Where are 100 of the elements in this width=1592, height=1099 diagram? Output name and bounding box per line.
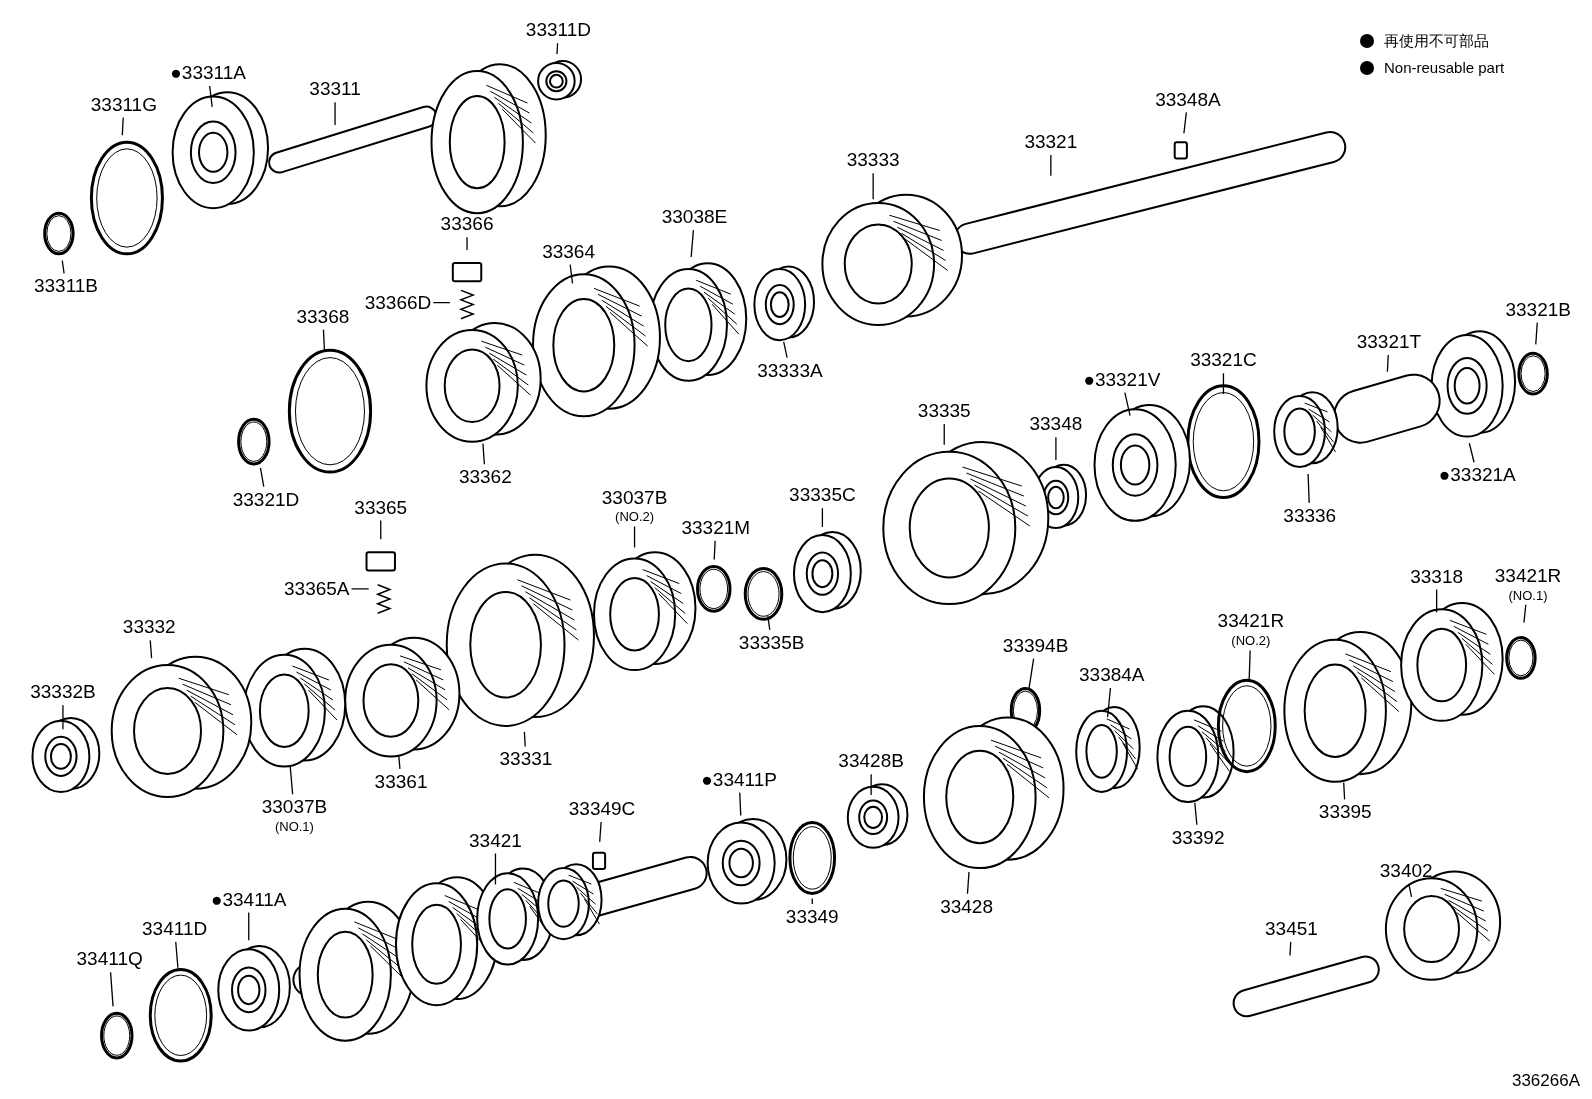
part-number: 33311G: [90, 92, 157, 117]
leader-line: [767, 615, 771, 631]
part-number: 33348A: [1155, 87, 1221, 112]
figure-code: 336266A: [1511, 1069, 1580, 1092]
part-number: 33395: [1318, 800, 1372, 825]
leader-line: [432, 301, 451, 304]
part-number: 33321: [1024, 130, 1078, 154]
part-number: ●33411A: [210, 887, 287, 912]
part-number: 33321T: [1356, 330, 1422, 355]
leader-line: [556, 42, 559, 55]
leader-line: [322, 329, 326, 353]
part-number: 33331: [499, 747, 553, 772]
part-number: 33333A: [757, 358, 823, 383]
part-number: 33365: [354, 495, 408, 520]
leader-line: [149, 639, 153, 659]
part-number: 33365A: [284, 577, 350, 601]
leader-line: [1289, 941, 1292, 957]
leader-line: [289, 764, 294, 795]
leader-line: [350, 588, 370, 590]
leader-line: [1307, 473, 1310, 504]
leader-line: [259, 467, 265, 488]
part-number: 33421R: [1217, 609, 1285, 634]
part-number: 33349: [785, 904, 839, 929]
variant-note: (NO.1): [1508, 587, 1548, 604]
leader-line: [175, 941, 179, 969]
leader-line: [966, 871, 970, 895]
part-number: ●33411P: [701, 767, 777, 792]
leader-line: [1028, 657, 1035, 691]
part-number: ●33321A: [1438, 463, 1516, 488]
part-number: 33332B: [30, 680, 96, 705]
part-number: 33402: [1379, 859, 1433, 883]
leader-line: [482, 442, 486, 465]
part-number: 33364: [542, 239, 595, 264]
leader-line: [109, 971, 114, 1007]
leader-line: [821, 507, 824, 528]
leader-line: [872, 172, 874, 200]
part-number: 33349C: [568, 797, 636, 822]
part-number: 33318: [1410, 564, 1464, 589]
part-number: 33335C: [789, 483, 856, 508]
leader-line: [1183, 111, 1187, 134]
variant-note: (NO.2): [615, 509, 655, 526]
leader-line: [1343, 782, 1346, 800]
part-number: 33336: [1283, 503, 1337, 528]
part-number: 33321D: [232, 487, 300, 512]
part-number: 33428: [940, 894, 993, 919]
part-number: 33421: [469, 828, 522, 853]
part-number: 33037B: [601, 485, 668, 510]
leader-line: [1222, 372, 1225, 395]
leader-line: [1124, 391, 1131, 417]
part-number: 33335B: [738, 630, 805, 655]
leader-line: [1055, 436, 1057, 461]
leader-line: [1194, 802, 1198, 826]
part-number: 33311D: [525, 18, 591, 43]
leader-line: [943, 423, 945, 446]
leader-line: [334, 101, 336, 126]
leader-line: [1436, 588, 1438, 613]
leader-line: [713, 540, 716, 561]
leader-line: [1408, 883, 1413, 898]
part-number: 33348: [1029, 412, 1083, 437]
leader-line: [62, 704, 64, 730]
leader-line: [121, 116, 124, 136]
leader-line: [569, 264, 574, 285]
part-number: 33411Q: [76, 947, 143, 972]
part-number: 33392: [1171, 825, 1225, 850]
part-number: 33421R: [1494, 563, 1562, 588]
part-number: 33384A: [1079, 663, 1145, 688]
leader-line: [1106, 687, 1112, 718]
part-number: 33311: [309, 77, 361, 102]
leader-line: [1535, 321, 1538, 345]
leader-line: [1468, 442, 1475, 463]
legend-text: Non-reusable part: [1384, 57, 1505, 78]
part-number: 33411D: [142, 917, 208, 941]
leader-line: [523, 731, 526, 748]
variant-note: (NO.1): [274, 819, 314, 836]
leader-line: [1050, 154, 1052, 177]
leader-line: [870, 773, 872, 796]
leader-line: [599, 821, 602, 843]
part-number: 33428B: [838, 749, 904, 774]
leader-line: [466, 236, 468, 251]
part-number: ●33321V: [1083, 367, 1161, 392]
leader-line: [380, 519, 382, 540]
leader-line: [633, 525, 636, 549]
leader-line: [398, 754, 401, 770]
leader-line: [739, 792, 742, 817]
part-number: 33311B: [33, 274, 99, 299]
leader-line: [494, 852, 497, 886]
leader-line: [811, 897, 813, 905]
part-number: 33362: [458, 465, 512, 490]
legend-text: 再使用不可部品: [1384, 31, 1489, 51]
part-number: 33335: [917, 399, 971, 424]
part-number: 33333: [846, 148, 900, 173]
part-number: 33368: [296, 304, 350, 329]
leader-line: [1386, 354, 1389, 373]
part-number: 33394B: [1002, 633, 1069, 658]
part-number: ●33311A: [170, 61, 246, 85]
variant-note: (NO.2): [1231, 633, 1271, 650]
part-number: 33038E: [661, 205, 728, 230]
leader-line: [248, 911, 250, 941]
part-number: 33451: [1265, 917, 1318, 941]
part-number: 33332: [122, 615, 176, 640]
